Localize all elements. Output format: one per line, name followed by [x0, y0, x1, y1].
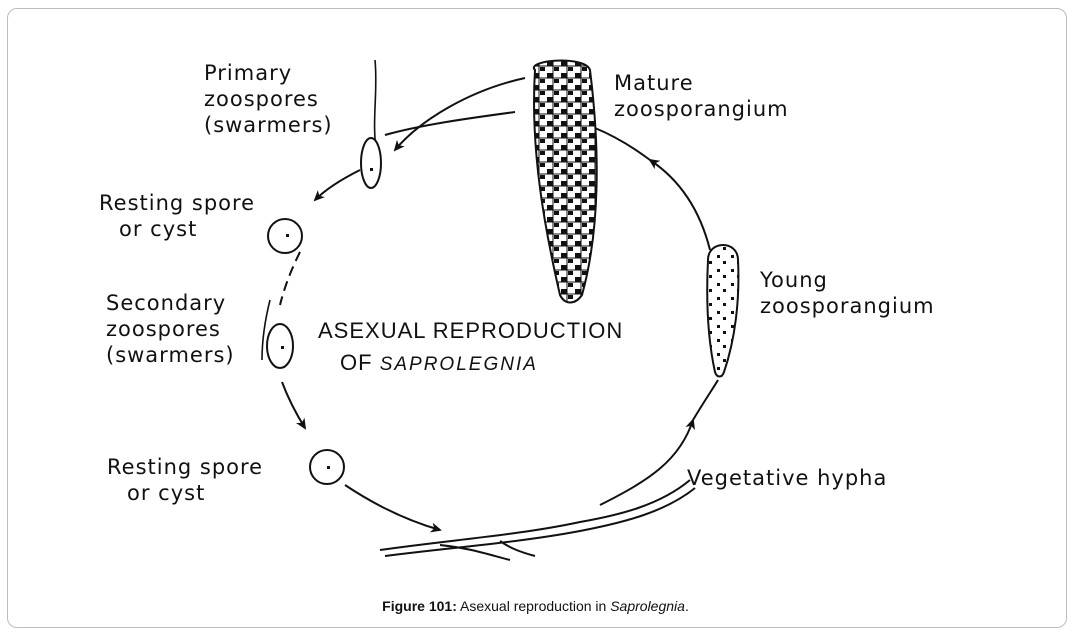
label-resting-spore-2: Resting spore or cyst: [107, 454, 263, 506]
mature-zoosporangium: [534, 61, 597, 303]
figure-caption: Figure 101: Asexual reproduction in Sapr…: [0, 598, 1071, 614]
label-secondary-zoospores: Secondary zoospores (swarmers): [106, 290, 235, 368]
diagram-title: ASEXUAL REPRODUCTION: [318, 318, 623, 344]
resting-spore-1: [268, 219, 302, 253]
young-zoosporangium: [707, 245, 738, 377]
arrow-to-resting-2: [282, 382, 305, 428]
arc-resting1-secondary: [280, 252, 300, 305]
label-mature-zoosporangium: Mature zoosporangium: [614, 70, 789, 122]
label-resting-spore-1: Resting spore or cyst: [99, 190, 255, 242]
primary-zoospore: [361, 138, 381, 188]
secondary-zoospore: [267, 324, 293, 368]
arrow-to-resting-1: [315, 170, 360, 200]
arrow-hypha-to-young: [600, 420, 693, 505]
primary-filament: [375, 60, 376, 148]
label-primary-zoospores: Primary zoospores (swarmers): [204, 60, 333, 138]
label-young-zoosporangium: Young zoosporangium: [760, 267, 935, 319]
arrow-to-hypha: [345, 485, 440, 530]
arc-primary-out: [385, 112, 515, 135]
arrow-young-to-mature: [650, 160, 710, 250]
vegetative-hypha: [380, 480, 695, 560]
arc-hypha-to-young: [693, 380, 718, 420]
label-vegetative-hypha: Vegetative hypha: [687, 465, 887, 491]
arc-young-to-mature: [595, 128, 650, 160]
diagram-subtitle: OF SAPROLEGNIA: [340, 350, 538, 376]
